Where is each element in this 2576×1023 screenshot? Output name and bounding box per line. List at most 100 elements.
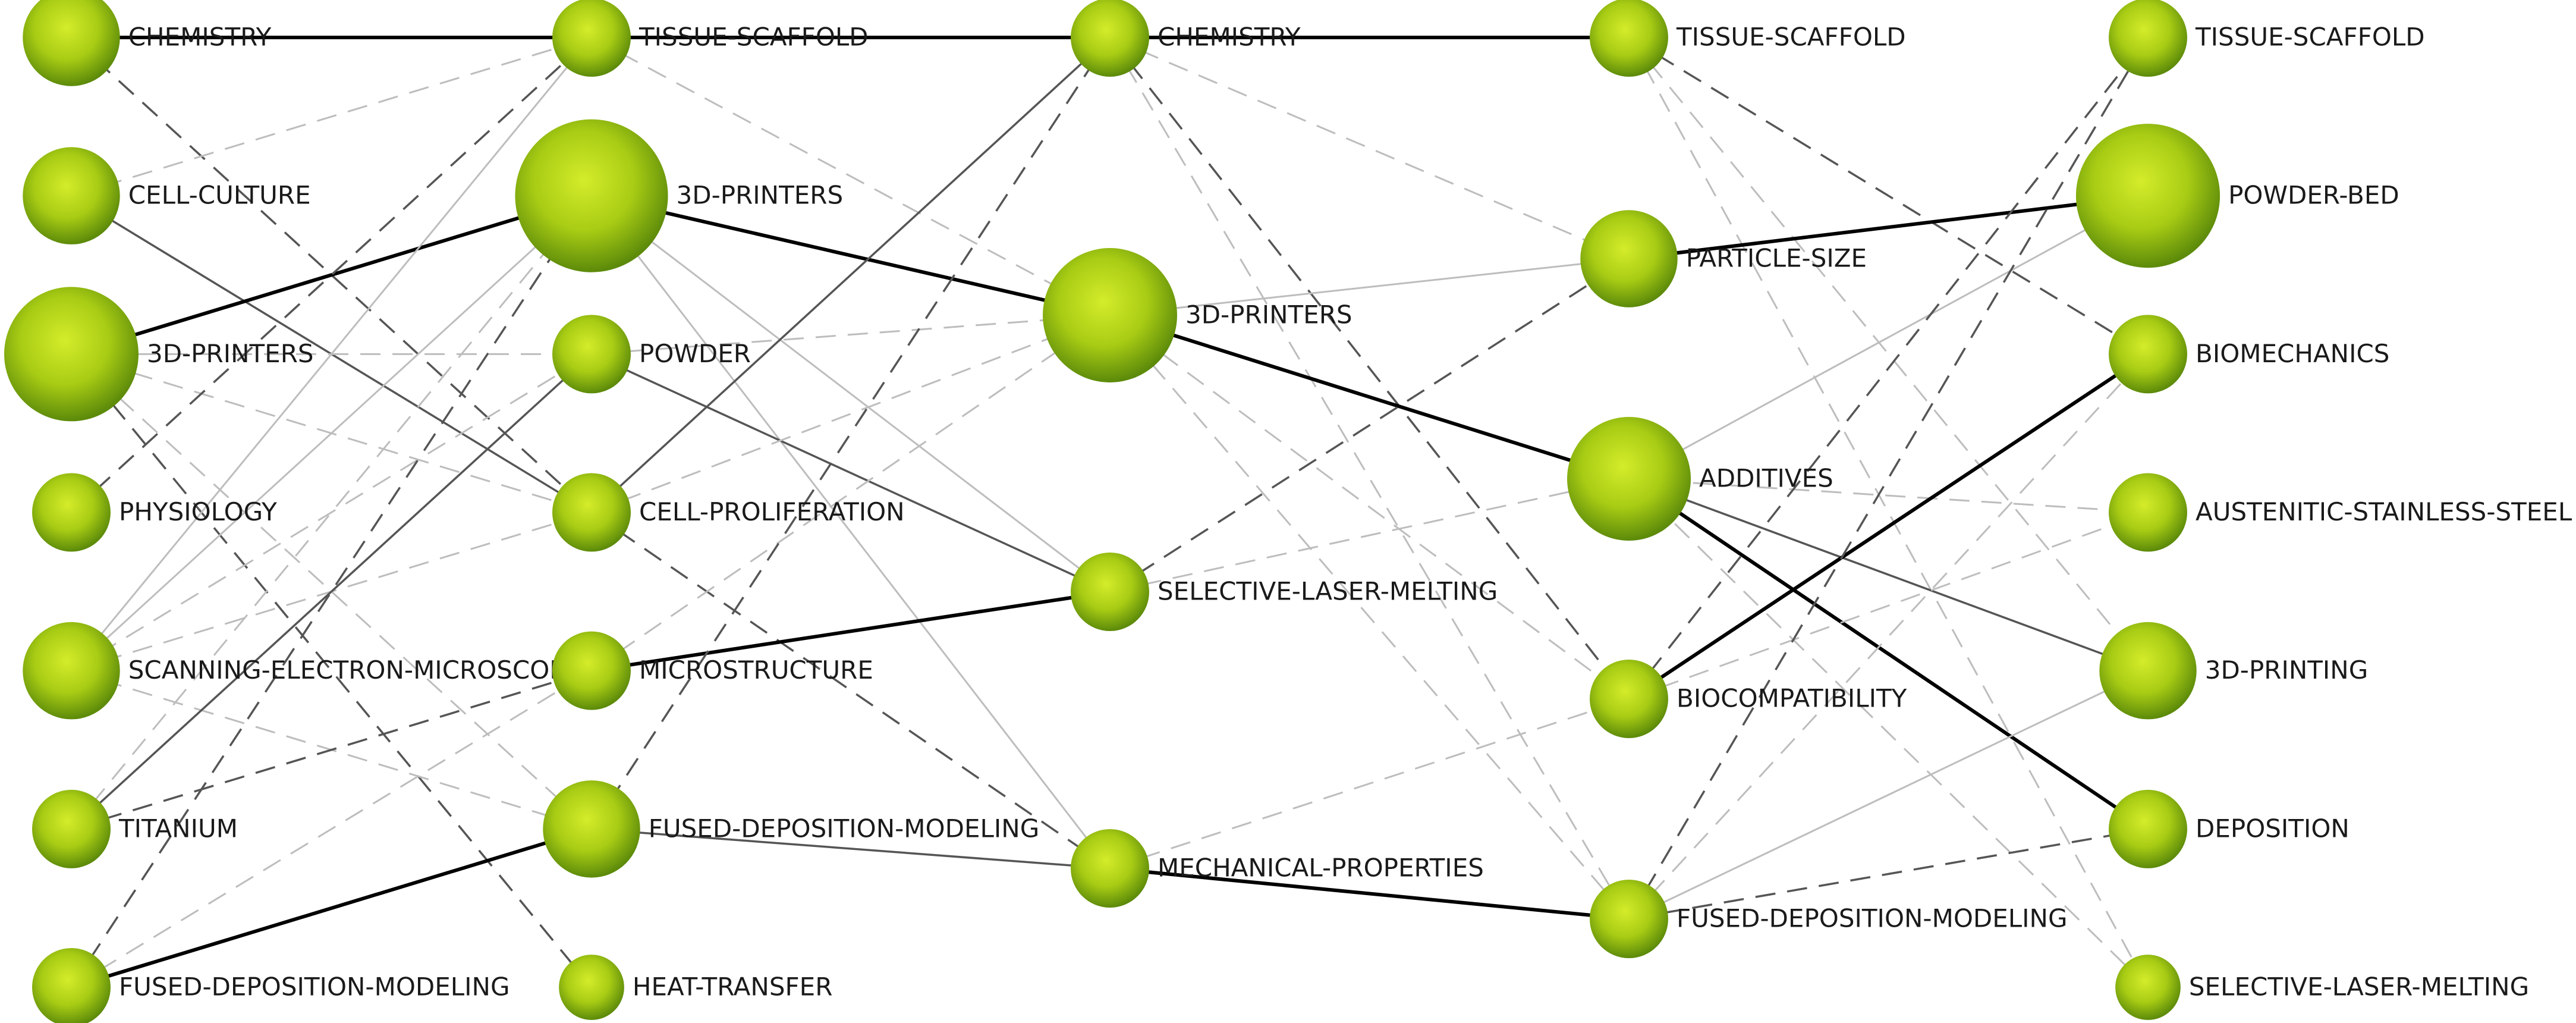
node-circle — [1071, 0, 1149, 77]
node-c1-3d-printers: 3D-PRINTERS — [4, 287, 314, 422]
edge-c3-3d-printers-to-c4-fdm — [1109, 315, 1630, 920]
node-c5-tissue-scaffold: TISSUE-SCAFFOLD — [2109, 0, 2425, 77]
node-circle — [1590, 660, 1668, 738]
node-c5-biomechanics: BIOMECHANICS — [2109, 315, 2389, 394]
node-label: TISSUE-SCAFFOLD — [2195, 23, 2425, 52]
node-c2-cell-proliferation: CELL-PROLIFERATION — [552, 473, 905, 552]
node-label: SELECTIVE-LASER-MELTING — [1158, 577, 1498, 606]
node-circle — [552, 473, 631, 552]
node-circle — [1043, 248, 1177, 382]
node-circle — [4, 287, 139, 422]
node-c1-chemistry: CHEMISTRY — [23, 0, 272, 86]
edge-c2-powder-to-c3-slm — [591, 353, 1111, 593]
node-label: CELL-PROLIFERATION — [639, 497, 905, 526]
node-circle — [2075, 124, 2220, 268]
node-label: CHEMISTRY — [1158, 23, 1301, 52]
node-c1-sem: SCANNING-ELECTRON-MICROSCOPY — [23, 622, 580, 720]
edge-c3-chemistry-to-c4-fdm — [1109, 37, 1630, 920]
edge-c2-cell-proliferation-to-c3-chemistry — [590, 36, 1111, 513]
node-label: FUSED-DEPOSITION-MODELING — [649, 814, 1040, 843]
edge-c1-sem-to-c2-powder — [71, 353, 592, 671]
node-circle — [1071, 829, 1149, 908]
node-label: SELECTIVE-LASER-MELTING — [2189, 972, 2529, 1002]
node-circle — [552, 0, 631, 77]
edge-c4-fdm-to-c5-biomechanics — [1628, 353, 2149, 920]
edge-c1-titanium-to-c2-powder — [70, 353, 593, 830]
node-circle — [2109, 0, 2187, 77]
node-label: 3D-PRINTERS — [147, 339, 314, 368]
node-circle — [2109, 473, 2187, 552]
edge-c4-additives-to-c5-deposition — [1628, 477, 2149, 831]
node-c1-cell-culture: CELL-CULTURE — [23, 147, 311, 244]
edge-c1-fdm-to-c2-microstructure — [71, 670, 592, 989]
edge-c3-chemistry-to-c4-biocompatibility — [1109, 36, 1630, 700]
edge-c1-fdm-to-c2-fdm — [71, 827, 592, 989]
node-label: PHYSIOLOGY — [119, 497, 277, 526]
edge-c4-particle-size-to-c5-powder-bed — [1628, 194, 2149, 261]
node-c3-mechanical-properties: MECHANICAL-PROPERTIES — [1071, 829, 1484, 908]
node-c4-fdm: FUSED-DEPOSITION-MODELING — [1590, 880, 2068, 958]
edge-c1-fdm-to-c2-3d-printers — [70, 195, 593, 988]
node-circle — [2099, 622, 2197, 720]
node-circle — [1580, 210, 1678, 307]
node-label: POWDER-BED — [2228, 181, 2399, 210]
edge-c4-additives-to-c5-3d-printing — [1628, 478, 2149, 672]
edge-c3-slm-to-c4-particle-size — [1109, 258, 1630, 593]
edge-c4-tissue-scaffold-to-c5-slm — [1628, 37, 2149, 988]
node-circle — [1567, 417, 1691, 541]
edge-c2-3d-printers-to-c3-slm — [591, 194, 1111, 593]
edge-c4-biocompatibility-to-c5-biomechanics — [1628, 352, 2149, 701]
node-label: PARTICLE-SIZE — [1686, 244, 1867, 273]
edge-c4-fdm-to-c5-tissue-scaffold — [1628, 37, 2149, 920]
edge-c4-additives-to-c5-slm — [1628, 478, 2149, 989]
node-label: 3D-PRINTING — [2205, 655, 2369, 685]
node-circle — [2109, 789, 2187, 868]
edge-c4-additives-to-c5-powder-bed — [1628, 194, 2149, 480]
edge-c1-titanium-to-c2-3d-printers — [70, 195, 593, 830]
node-c5-powder-bed: POWDER-BED — [2075, 124, 2399, 268]
node-c5-slm: SELECTIVE-LASER-MELTING — [2115, 955, 2529, 1020]
edge-c1-sem-to-c2-tissue-scaffold — [70, 37, 593, 671]
node-label: TISSUE-SCAFFOLD — [639, 23, 869, 52]
node-label: 3D-PRINTERS — [677, 181, 844, 210]
node-c2-heat-transfer: HEAT-TRANSFER — [559, 955, 832, 1020]
node-label: MECHANICAL-PROPERTIES — [1158, 853, 1484, 883]
edge-c1-3d-printers-to-c2-fdm — [70, 353, 593, 830]
node-c1-physiology: PHYSIOLOGY — [32, 473, 277, 552]
edge-c3-3d-printers-to-c4-particle-size — [1109, 258, 1630, 316]
node-c2-powder: POWDER — [552, 315, 751, 394]
node-circle — [1071, 553, 1149, 631]
node-circle — [2115, 955, 2181, 1020]
node-c4-biocompatibility: BIOCOMPATIBILITY — [1590, 660, 1907, 738]
edge-c2-fdm-to-c3-mechanical-properties — [591, 828, 1111, 870]
node-c2-tissue-scaffold: TISSUE-SCAFFOLD — [552, 0, 869, 77]
edge-c3-mechanical-properties-to-c4-biocompatibility — [1109, 698, 1630, 870]
node-c4-particle-size: PARTICLE-SIZE — [1580, 210, 1867, 307]
node-circle — [1590, 880, 1668, 958]
edge-c4-fdm-to-c5-3d-printing — [1628, 670, 2149, 920]
edge-c2-microstructure-to-c3-3d-printers — [591, 314, 1111, 671]
edge-c1-titanium-to-c2-microstructure — [71, 669, 592, 830]
edge-c1-cell-culture-to-c2-tissue-scaffold — [71, 36, 592, 197]
edge-c3-chemistry-to-c4-particle-size — [1109, 36, 1630, 260]
node-c3-slm: SELECTIVE-LASER-MELTING — [1071, 553, 1498, 631]
edge-c4-biocompatibility-to-c5-tissue-scaffold — [1628, 36, 2149, 700]
edge-c4-tissue-scaffold-to-c5-biomechanics — [1628, 36, 2149, 355]
node-label: TISSUE-SCAFFOLD — [1676, 23, 1906, 52]
edge-c1-physiology-to-c2-tissue-scaffold — [70, 36, 593, 513]
node-c2-microstructure: MICROSTRUCTURE — [552, 631, 873, 710]
node-c5-deposition: DEPOSITION — [2109, 789, 2349, 868]
node-circle — [23, 147, 120, 244]
node-label: FUSED-DEPOSITION-MODELING — [119, 972, 510, 1002]
node-label: SCANNING-ELECTRON-MICROSCOPY — [128, 655, 580, 685]
node-circle — [543, 780, 640, 878]
edge-c2-fdm-to-c3-chemistry — [590, 37, 1111, 830]
node-c3-3d-printers: 3D-PRINTERS — [1043, 248, 1353, 382]
node-label: BIOMECHANICS — [2196, 339, 2389, 368]
node-circle — [32, 948, 111, 1023]
node-c5-3d-printing: 3D-PRINTING — [2099, 622, 2369, 720]
edge-c1-sem-to-c2-3d-printers — [70, 195, 593, 671]
edge-c2-cell-proliferation-to-c3-3d-printers — [591, 314, 1111, 513]
node-circle — [1590, 0, 1668, 77]
edge-c4-additives-to-c5-austenitic — [1628, 478, 2149, 513]
